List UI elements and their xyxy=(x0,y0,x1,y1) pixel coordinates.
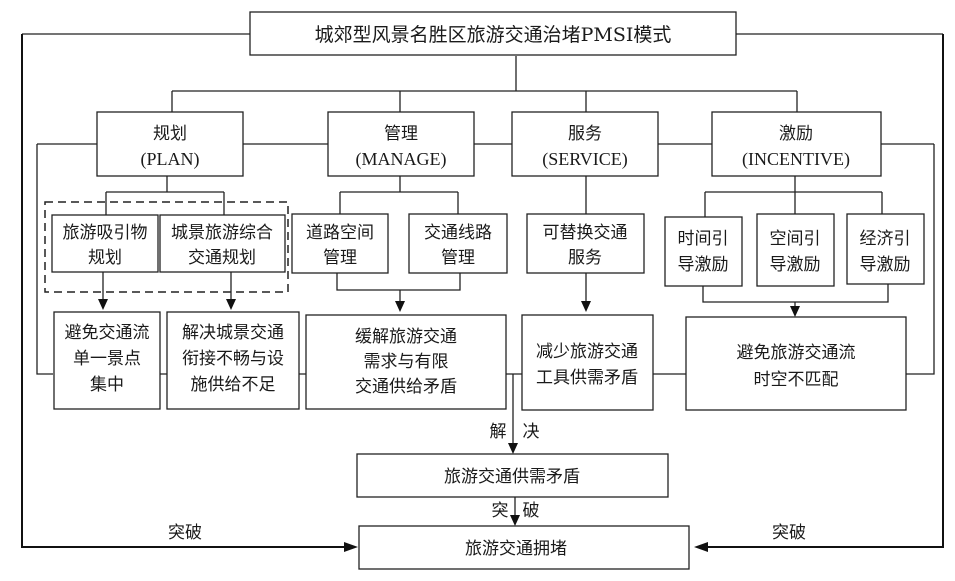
effect-text: 集中 xyxy=(90,375,124,395)
measure-text: 规划 xyxy=(88,248,122,268)
title-box xyxy=(249,11,737,56)
measure-text: 管理 xyxy=(323,248,357,268)
category-service-cn: 服务 xyxy=(568,124,602,144)
measure-text: 导激励 xyxy=(678,255,729,275)
category-incentive-en: (INCENTIVE) xyxy=(742,149,850,170)
effect-text: 需求与有限 xyxy=(364,352,449,372)
connector-outer-right xyxy=(700,34,944,548)
connector-incentive-sub xyxy=(704,176,883,217)
connector-plan-sub xyxy=(105,176,225,215)
category-service-en: (SERVICE) xyxy=(542,149,628,170)
effect-avoid-spatiotemporal-mismatch: 避免旅游交通流 时空不匹配 xyxy=(685,316,907,411)
effect-text: 衔接不畅与设 xyxy=(182,349,284,369)
measure-text: 导激励 xyxy=(770,255,821,275)
break-label-right: 破 xyxy=(523,501,540,521)
measure-economic-incentive: 经济引 导激励 xyxy=(846,213,925,285)
connector-manage-merge xyxy=(336,273,461,302)
effect-text: 解决城景交通 xyxy=(182,323,284,343)
effect-resolve-connection: 解决城景交通 衔接不畅与设 施供给不足 xyxy=(166,311,300,410)
measure-text: 导激励 xyxy=(860,255,911,275)
connector-manage-sub xyxy=(339,176,459,214)
effect-text: 工具供需矛盾 xyxy=(536,368,638,388)
measure-text: 管理 xyxy=(441,248,475,268)
connector-outer-left xyxy=(21,34,352,548)
category-plan-en: (PLAN) xyxy=(141,149,200,170)
connector-plan-arrows xyxy=(102,272,232,302)
category-manage: 管理 (MANAGE) xyxy=(327,111,475,177)
contradiction-text: 旅游交通供需矛盾 xyxy=(444,467,580,487)
arrowhead-manage xyxy=(395,301,405,312)
effect-reduce-vehicle-contradiction: 减少旅游交通 工具供需矛盾 xyxy=(521,314,654,411)
measure-text: 经济引 xyxy=(860,229,911,249)
title-text: 城郊型风景名胜区旅游交通治堵PMSI模式 xyxy=(315,24,672,46)
arrowhead-solve xyxy=(508,443,518,454)
measure-text: 旅游吸引物 xyxy=(63,223,148,243)
effect-text: 施供给不足 xyxy=(191,375,276,395)
connector-incentive-merge xyxy=(702,284,889,308)
effect-text: 减少旅游交通 xyxy=(536,342,638,362)
arrowhead-right-to-congestion xyxy=(694,542,708,552)
arrowhead-left-to-congestion xyxy=(344,542,358,552)
side-label-right: 突破 xyxy=(772,523,806,543)
category-incentive: 激励 (INCENTIVE) xyxy=(711,111,882,177)
solve-label-left: 解 xyxy=(490,422,507,442)
arrowhead-break xyxy=(510,515,520,526)
measure-time-incentive: 时间引 导激励 xyxy=(664,216,743,287)
category-manage-cn: 管理 xyxy=(384,124,418,144)
connector-title-bus xyxy=(171,56,798,112)
measure-attraction-planning: 旅游吸引物 规划 xyxy=(51,214,159,273)
connector-right-side xyxy=(906,144,935,375)
arrowhead-plan-2 xyxy=(226,299,236,310)
category-plan-cn: 规划 xyxy=(153,124,187,144)
effect-text: 时空不匹配 xyxy=(754,370,839,390)
measure-integrated-transport-planning: 城景旅游综合 交通规划 xyxy=(159,214,286,273)
measure-text: 服务 xyxy=(568,248,602,268)
measure-road-space-management: 道路空间 管理 xyxy=(291,213,389,274)
effect-text: 缓解旅游交通 xyxy=(355,327,457,347)
contradiction-box xyxy=(356,453,669,498)
measure-text: 城景旅游综合 xyxy=(171,223,273,243)
measure-text: 可替换交通 xyxy=(543,223,628,243)
side-label-left: 突破 xyxy=(168,523,202,543)
arrowhead-service xyxy=(581,301,591,312)
effect-avoid-single-spot: 避免交通流 单一景点 集中 xyxy=(53,311,161,410)
measure-text: 交通规划 xyxy=(188,248,256,268)
effect-ease-demand-supply: 缓解旅游交通 需求与有限 交通供给矛盾 xyxy=(305,314,507,410)
arrowhead-incentive xyxy=(790,306,800,317)
arrowhead-plan-1 xyxy=(98,299,108,310)
measure-space-incentive: 空间引 导激励 xyxy=(756,213,835,287)
category-service: 服务 (SERVICE) xyxy=(511,111,659,177)
plan-dashed-group xyxy=(44,201,289,293)
measure-route-management: 交通线路 管理 xyxy=(408,213,508,274)
connector-left-side xyxy=(36,144,53,375)
measure-text: 空间引 xyxy=(770,229,821,249)
measure-text: 时间引 xyxy=(678,229,729,249)
category-plan: 规划 (PLAN) xyxy=(96,111,244,177)
measure-text: 交通线路 xyxy=(424,223,492,243)
category-manage-en: (MANAGE) xyxy=(356,149,447,170)
effect-text: 交通供给矛盾 xyxy=(355,377,457,397)
effect-text: 避免交通流 xyxy=(65,323,150,343)
solve-label-right: 决 xyxy=(523,422,540,442)
effect-text: 避免旅游交通流 xyxy=(737,343,856,363)
congestion-text: 旅游交通拥堵 xyxy=(465,539,567,559)
effect-text: 单一景点 xyxy=(73,349,141,369)
measure-alternative-transport: 可替换交通 服务 xyxy=(526,213,645,274)
measure-text: 道路空间 xyxy=(306,223,374,243)
category-incentive-cn: 激励 xyxy=(779,124,813,144)
break-label-left: 突 xyxy=(492,501,509,521)
congestion-box xyxy=(358,525,690,570)
